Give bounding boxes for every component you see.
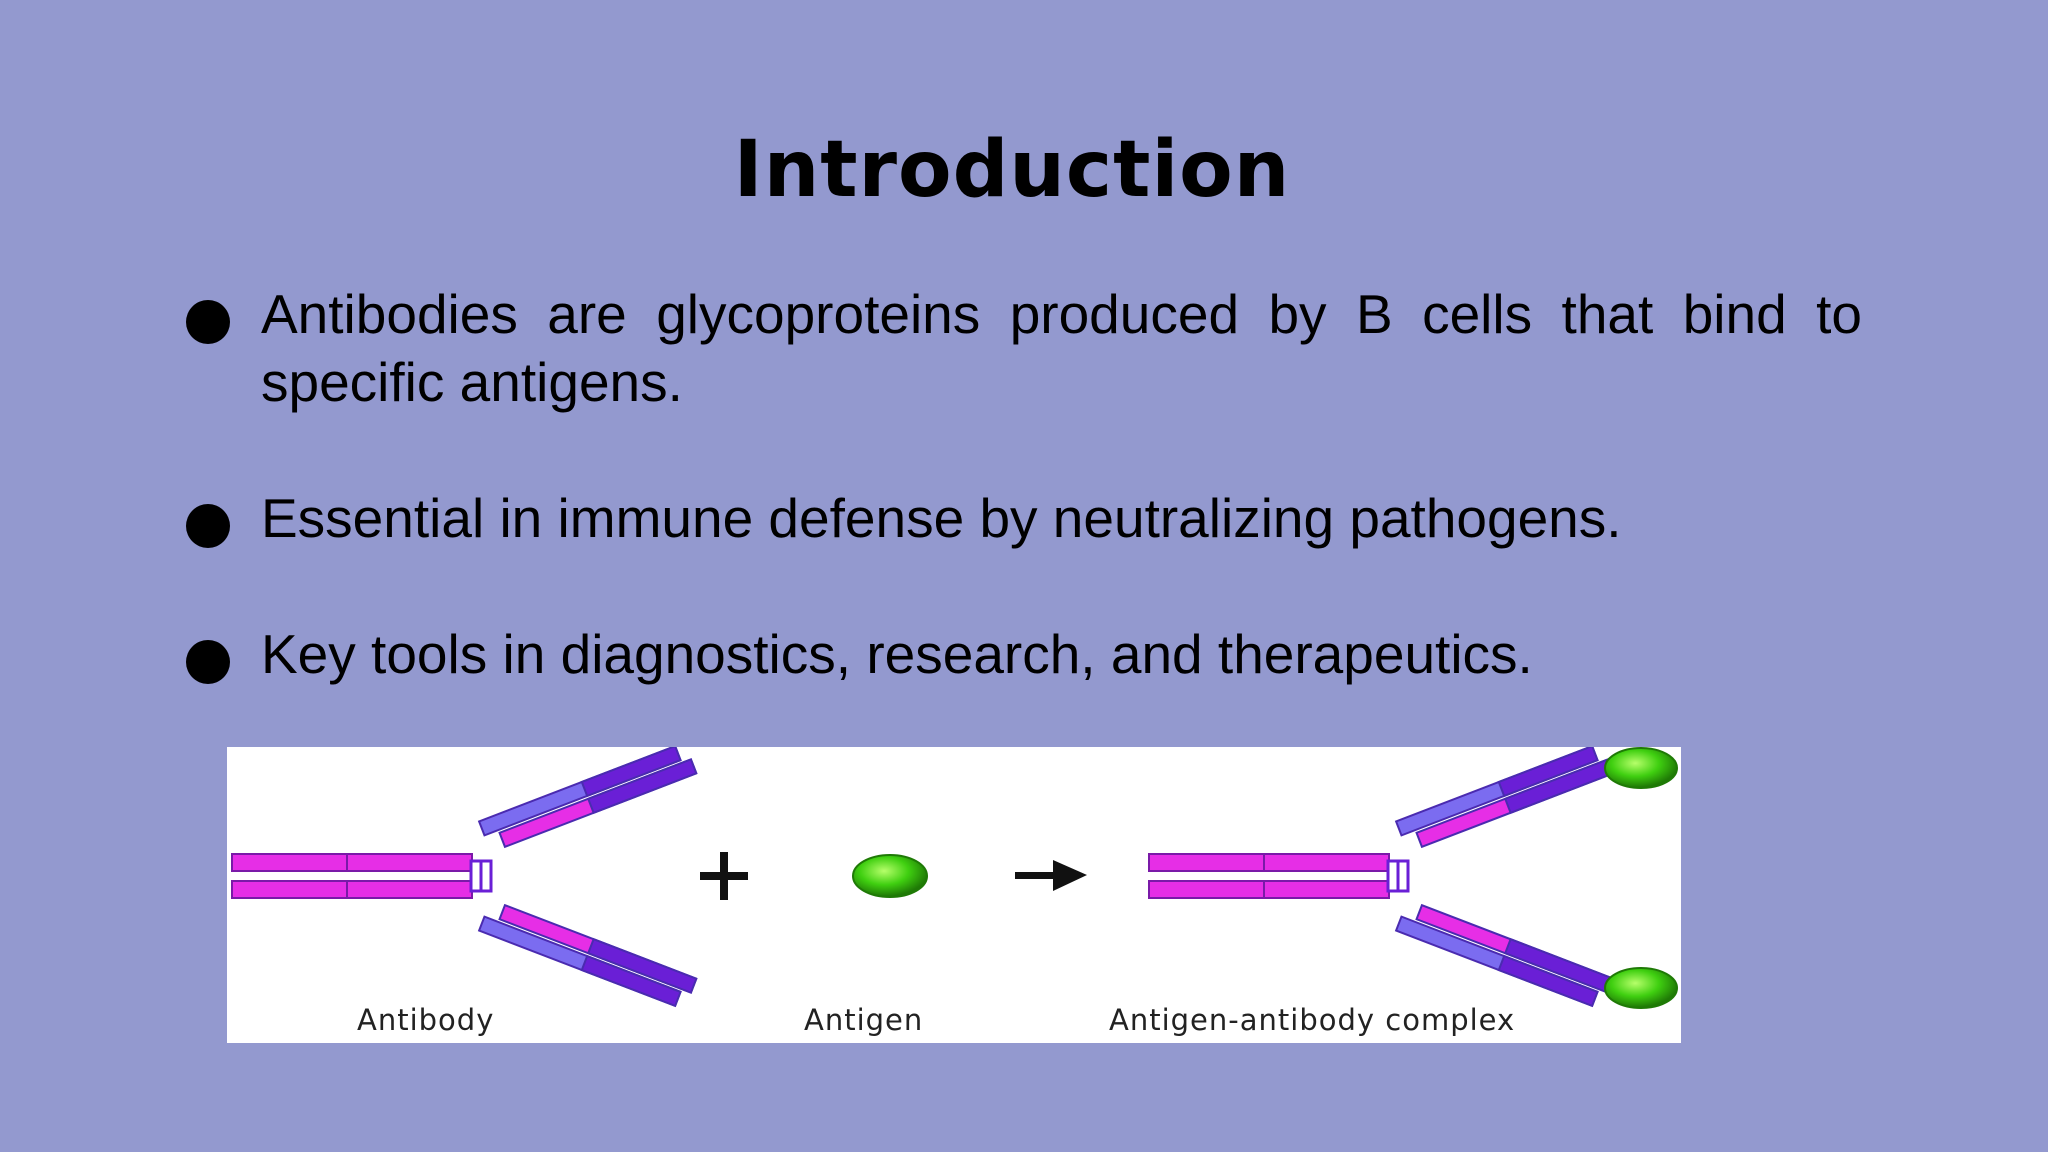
bullet-text: Essential in immune defense by neutraliz…	[261, 487, 1622, 549]
right-arrow-icon	[1015, 860, 1087, 891]
antibody-label: Antibody	[357, 1003, 495, 1037]
plus-sign-icon	[700, 852, 748, 900]
complex-label: Antigen-antibody complex	[1109, 1003, 1516, 1037]
bullet-list: Antibodies are glycoproteins produced by…	[186, 280, 1862, 688]
antigen-antibody-complex-icon	[1148, 747, 1678, 1009]
bullet-text: Key tools in diagnostics, research, and …	[261, 623, 1533, 685]
bullet-item: Key tools in diagnostics, research, and …	[186, 620, 1862, 688]
diagram-graphic	[231, 747, 1678, 1009]
bullet-dot-icon	[186, 640, 230, 684]
bullet-dot-icon	[186, 300, 230, 344]
bullet-item: Essential in immune defense by neutraliz…	[186, 484, 1862, 552]
antigen-antibody-diagram: Antibody Antigen Antigen-antibody comple…	[227, 747, 1681, 1043]
bullet-item: Antibodies are glycoproteins produced by…	[186, 280, 1862, 416]
antigen-label: Antigen	[804, 1003, 924, 1037]
bullet-text: Antibodies are glycoproteins produced by…	[261, 283, 1862, 413]
antigen-icon	[852, 854, 928, 898]
bullet-dot-icon	[186, 504, 230, 548]
antibody-icon	[231, 747, 698, 1008]
slide-title: Introduction	[733, 125, 1291, 215]
